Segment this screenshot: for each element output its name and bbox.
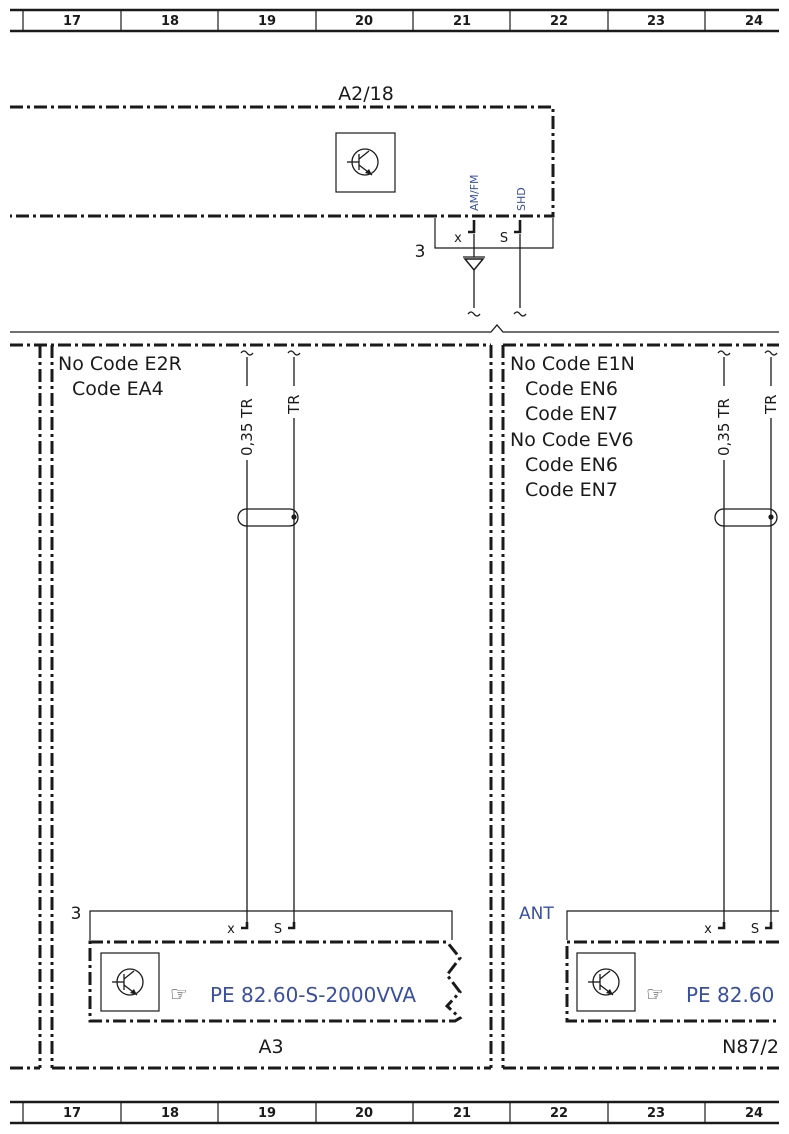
a2-18-pin-x-label: x bbox=[454, 231, 462, 246]
a2-18-pin-x bbox=[468, 220, 476, 234]
twisted-pair-icon bbox=[237, 508, 299, 527]
ruler-bottom-col-18: 18 bbox=[161, 1106, 179, 1121]
ruler-bottom-col-22: 22 bbox=[550, 1106, 568, 1121]
wire-break-icon bbox=[764, 350, 778, 356]
left-wire-1-label: 0,35 TR bbox=[238, 398, 256, 456]
right-condition-4: No Code EV6 bbox=[510, 429, 634, 451]
right-condition-2: Code EN6 bbox=[525, 378, 618, 400]
right-condition-5: Code EN6 bbox=[525, 454, 618, 476]
a3-electronic-icon bbox=[100, 952, 160, 1012]
a2-18-pin-s bbox=[514, 220, 522, 234]
bottom-ruler: 17 18 19 20 21 22 23 24 bbox=[10, 1100, 779, 1125]
wire-break-icon bbox=[513, 311, 527, 317]
shield-ground-icon bbox=[463, 258, 485, 272]
ruler-col-24: 24 bbox=[745, 14, 763, 29]
left-pin-x bbox=[241, 922, 249, 930]
right-pin-s bbox=[765, 922, 773, 930]
a3-label: A3 bbox=[258, 1036, 283, 1058]
ruler-col-22: 22 bbox=[550, 14, 568, 29]
a2-18-label: A2/18 bbox=[338, 83, 394, 105]
ruler-bottom-col-24: 24 bbox=[745, 1106, 763, 1121]
wire-break-icon bbox=[287, 350, 301, 356]
n87-2-label: N87/2 bbox=[722, 1036, 779, 1058]
ant-connector-label: ANT bbox=[519, 904, 554, 924]
left-wire-2-label: TR bbox=[285, 394, 303, 415]
ruler-bottom-col-19: 19 bbox=[258, 1106, 276, 1121]
twisted-pair-icon bbox=[714, 508, 778, 527]
pointing-hand-icon: ☞ bbox=[646, 982, 664, 1006]
branch-line bbox=[10, 324, 779, 333]
right-wire-1-label: 0,35 TR bbox=[715, 398, 733, 456]
left-reference-link[interactable]: PE 82.60-S-2000VVA bbox=[210, 983, 416, 1007]
right-pin-x bbox=[718, 922, 726, 930]
a2-18-connector-number: 3 bbox=[415, 242, 426, 262]
ruler-col-23: 23 bbox=[647, 14, 665, 29]
ruler-bottom-col-17: 17 bbox=[63, 1106, 81, 1121]
top-ruler: 17 18 19 20 21 22 23 24 bbox=[10, 8, 779, 33]
a2-18-unit: A2/18 AM/FM SHD x S 3 bbox=[10, 83, 555, 317]
wire-break-icon bbox=[240, 350, 254, 356]
wire-break-icon bbox=[717, 350, 731, 356]
right-condition-6: Code EN7 bbox=[525, 479, 618, 501]
pointing-hand-icon: ☞ bbox=[170, 982, 188, 1006]
n87-2-electronic-icon bbox=[576, 952, 636, 1012]
left-connector-number: 3 bbox=[71, 904, 82, 924]
right-pin-s-label: S bbox=[751, 922, 759, 937]
left-condition-1: No Code E2R bbox=[58, 353, 182, 375]
a2-18-pin-s-label: S bbox=[500, 231, 508, 246]
ruler-bottom-col-20: 20 bbox=[355, 1106, 373, 1121]
left-condition-2: Code EA4 bbox=[72, 378, 164, 400]
right-wire-2-label: TR bbox=[762, 394, 780, 415]
left-pin-s-label: S bbox=[274, 922, 282, 937]
signal-am-fm: AM/FM bbox=[468, 174, 481, 211]
ruler-bottom-col-23: 23 bbox=[647, 1106, 665, 1121]
right-condition-3: Code EN7 bbox=[525, 403, 618, 425]
ruler-bottom-col-21: 21 bbox=[453, 1106, 471, 1121]
right-section: No Code E1N Code EN6 Code EN7 No Code EV… bbox=[510, 350, 780, 1058]
left-pin-s bbox=[288, 922, 296, 930]
ruler-col-21: 21 bbox=[453, 14, 471, 29]
signal-shd: SHD bbox=[515, 187, 528, 211]
left-pin-x-label: x bbox=[227, 922, 235, 937]
ruler-col-17: 17 bbox=[63, 14, 81, 29]
a2-18-electronic-icon bbox=[335, 132, 396, 193]
section-borders bbox=[10, 343, 779, 1070]
right-condition-1: No Code E1N bbox=[510, 353, 635, 375]
left-section: No Code E2R Code EA4 0,35 TR TR 3 x S bbox=[58, 350, 463, 1058]
right-pin-x-label: x bbox=[704, 922, 712, 937]
wire-break-icon bbox=[467, 311, 481, 317]
ruler-col-20: 20 bbox=[355, 14, 373, 29]
right-reference-link[interactable]: PE 82.60 bbox=[686, 983, 774, 1007]
ruler-col-18: 18 bbox=[161, 14, 179, 29]
ruler-col-19: 19 bbox=[258, 14, 276, 29]
